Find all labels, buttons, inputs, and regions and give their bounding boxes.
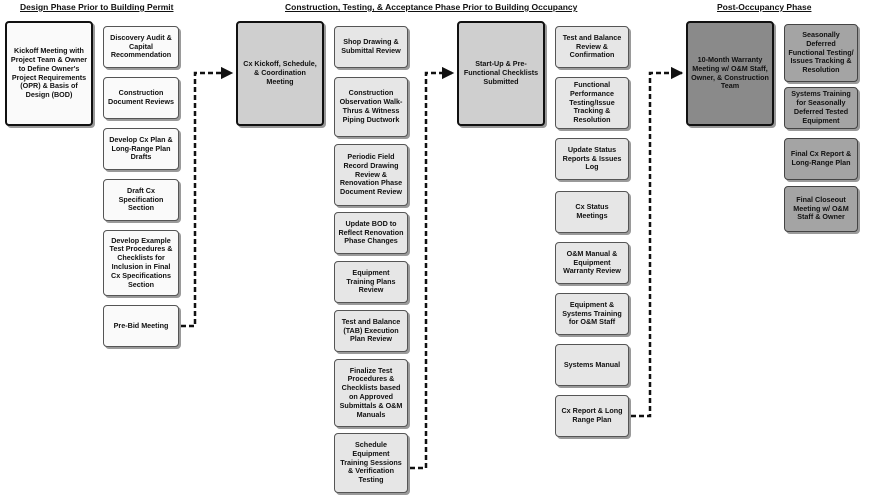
discovery-audit-box: Discovery Audit & Capital Recommendation: [103, 26, 179, 68]
final-closeout-meeting-box: Final Closeout Meeting w/ O&M Staff & Ow…: [784, 186, 858, 232]
om-staff-training-box: Equipment & Systems Training for O&M Sta…: [555, 293, 629, 335]
final-cx-report-box: Final Cx Report & Long-Range Plan: [784, 138, 858, 180]
functional-performance-testing-box: Functional Performance Testing/Issue Tra…: [555, 77, 629, 129]
connector-design-to-construction: [181, 66, 234, 328]
pre-bid-meeting-box: Pre-Bid Meeting: [103, 305, 179, 347]
systems-manual-box: Systems Manual: [555, 344, 629, 386]
cx-kickoff-box: Cx Kickoff, Schedule, & Coordination Mee…: [236, 21, 324, 126]
draft-cx-specification-box: Draft Cx Specification Section: [103, 179, 179, 221]
construction-document-reviews-box: Construction Document Reviews: [103, 77, 179, 119]
tab-execution-plan-box: Test and Balance (TAB) Execution Plan Re…: [334, 310, 408, 352]
schedule-training-box: Schedule Equipment Training Sessions & V…: [334, 433, 408, 493]
connector-construction-to-acceptance: [410, 66, 455, 470]
om-manual-warranty-review-box: O&M Manual & Equipment Warranty Review: [555, 242, 629, 284]
tab-review-confirmation-box: Test and Balance Review & Confirmation: [555, 26, 629, 68]
warranty-meeting-box: 10-Month Warranty Meeting w/ O&M Staff, …: [686, 21, 774, 126]
status-reports-issues-log-box: Update Status Reports & Issues Log: [555, 138, 629, 180]
equipment-training-plans-box: Equipment Training Plans Review: [334, 261, 408, 303]
example-test-procedures-box: Develop Example Test Procedures & Checkl…: [103, 230, 179, 296]
field-record-drawing-review-box: Periodic Field Record Drawing Review & R…: [334, 144, 408, 206]
seasonal-testing-box: Seasonally Deferred Functional Testing/ …: [784, 24, 858, 82]
shop-drawing-review-box: Shop Drawing & Submittal Review: [334, 26, 408, 68]
update-bod-box: Update BOD to Reflect Renovation Phase C…: [334, 212, 408, 254]
seasonal-training-box: Systems Training for Seasonally Deferred…: [784, 87, 858, 129]
connector-acceptance-to-post: [631, 66, 684, 418]
construction-observation-box: Construction Observation Walk-Thrus & Wi…: [334, 77, 408, 137]
finalize-test-procedures-box: Finalize Test Procedures & Checklists ba…: [334, 359, 408, 427]
cx-plan-drafts-box: Develop Cx Plan & Long-Range Plan Drafts: [103, 128, 179, 170]
cx-report-long-range-plan-box: Cx Report & Long Range Plan: [555, 395, 629, 437]
kickoff-opr-bod-box: Kickoff Meeting with Project Team & Owne…: [5, 21, 93, 126]
phase-heading-design: Design Phase Prior to Building Permit: [20, 2, 174, 12]
cx-status-meetings-box: Cx Status Meetings: [555, 191, 629, 233]
startup-prefunctional-box: Start-Up & Pre-Functional Checklists Sub…: [457, 21, 545, 126]
phase-heading-construction: Construction, Testing, & Acceptance Phas…: [285, 2, 578, 12]
phase-heading-post: Post-Occupancy Phase: [717, 2, 812, 12]
